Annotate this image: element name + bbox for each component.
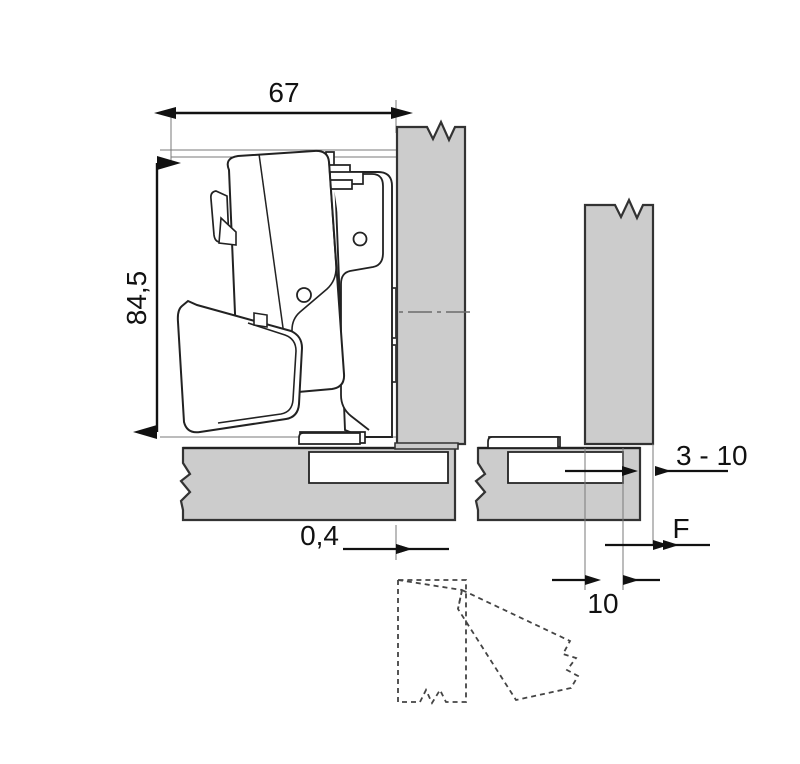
cabinet-base-right	[474, 436, 642, 522]
dimension-3-10-label: 3 - 10	[676, 440, 748, 471]
door-panel-left	[395, 119, 467, 446]
dimension-3-10: 3 - 10	[565, 440, 748, 476]
dimension-67-label: 67	[268, 77, 299, 108]
cabinet-base-left	[179, 442, 459, 522]
dimension-0-4: 0,4	[300, 520, 449, 554]
dimension-F-label: F	[672, 513, 689, 544]
dimension-F: F	[605, 513, 710, 550]
dimension-0-4-label: 0,4	[300, 520, 339, 551]
door-panel-right	[583, 197, 655, 446]
dimension-67: 67	[154, 77, 413, 119]
dimension-10: 10	[552, 575, 660, 619]
hinge-cup-and-arm	[176, 149, 393, 445]
dimension-10-label: 10	[587, 588, 618, 619]
dimension-84-5: 84,5	[121, 156, 181, 439]
dimension-84-5-label: 84,5	[121, 271, 152, 326]
door-open-position-outline	[397, 579, 580, 705]
